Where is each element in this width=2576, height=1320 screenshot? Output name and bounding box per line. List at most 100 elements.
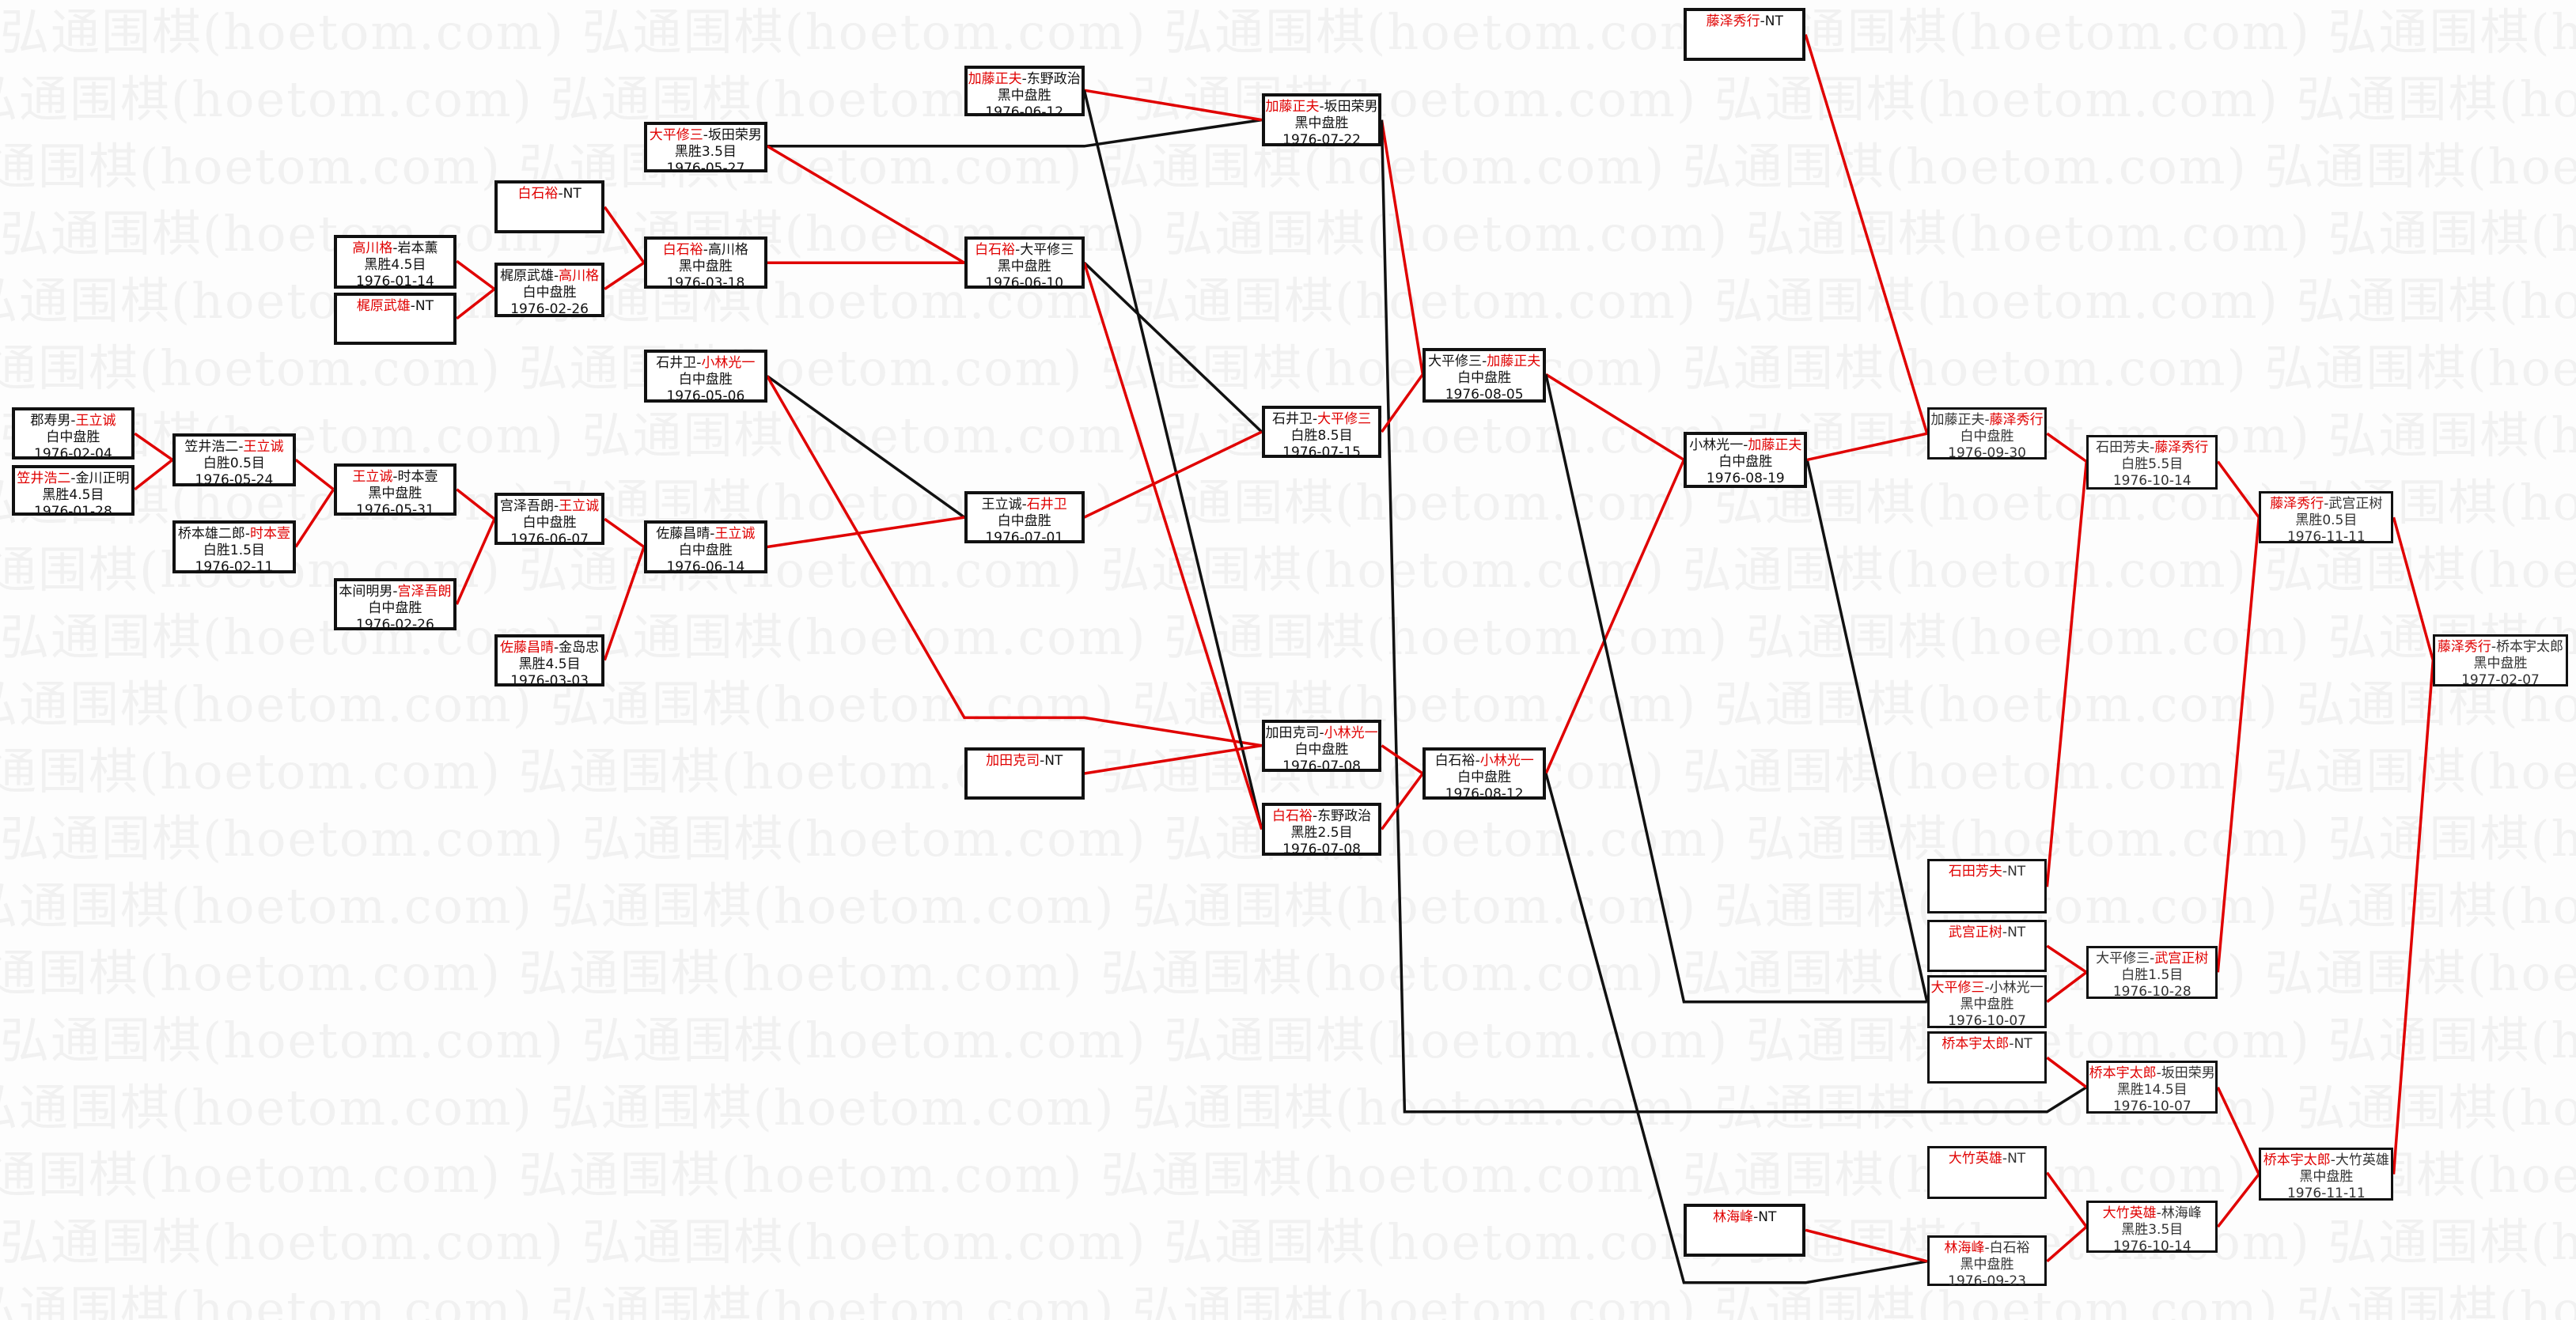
match-date: 1976-05-31: [356, 501, 434, 518]
match-date: 1976-01-28: [34, 503, 112, 520]
winner-name: 石田芳夫: [1948, 864, 2002, 880]
separator: -: [1984, 980, 1990, 997]
separator: -: [1743, 437, 1748, 454]
match-result: 黑中盘胜: [1960, 1256, 2014, 1273]
winner-name: 藤泽秀行: [1989, 411, 2044, 428]
match-box[interactable]: 梶原武雄-NT: [333, 292, 457, 346]
player-name: 加藤正夫: [1930, 411, 1985, 428]
player-name: 大平修三: [1020, 242, 1074, 259]
match-box[interactable]: 武宫正树-NT: [1926, 919, 2048, 973]
match-date: 1976-02-11: [195, 559, 274, 576]
match-box[interactable]: 石田芳夫-NT: [1926, 859, 2048, 913]
player-name: NT: [2007, 864, 2026, 880]
separator: -: [554, 639, 559, 656]
match-result: 白中盘胜: [1294, 741, 1349, 758]
separator: -: [703, 127, 708, 143]
match-players: 白石裕-小林光一: [1426, 753, 1543, 770]
match-box[interactable]: 桥本宇太郎-NT: [1926, 1031, 2048, 1084]
match-players: 白石裕-东野政治: [1265, 808, 1379, 825]
match-box[interactable]: 白石裕-NT: [494, 180, 605, 233]
winner-connector: [1545, 373, 1685, 461]
match-date: 1976-07-01: [985, 529, 1064, 546]
winner-connector: [1084, 89, 1263, 122]
winner-connector: [766, 375, 1263, 747]
match-box[interactable]: 加田克司-NT: [964, 747, 1085, 800]
winner-connector: [1381, 744, 1424, 775]
loser-connector: [1083, 261, 1263, 433]
separator: -: [392, 468, 398, 485]
match-box[interactable]: 林海峰-NT: [1684, 1204, 1806, 1257]
separator: -: [1021, 71, 1027, 88]
separator: -: [238, 439, 244, 456]
winner-name: 笠井浩二: [17, 470, 71, 486]
match-players: 大平修三-小林光一: [1930, 980, 2045, 997]
winner-connector: [2216, 460, 2260, 519]
separator: -: [1312, 808, 1318, 825]
winner-connector: [2216, 1086, 2260, 1175]
match-result: 白中盘胜: [678, 372, 733, 388]
separator: -: [1984, 411, 1990, 428]
match-players: 桥本雄二郎-时本壹: [176, 526, 293, 543]
winner-name: 加藤正夫: [1487, 354, 1541, 370]
match-date: 1976-07-22: [1282, 132, 1361, 149]
match-result: 白胜8.5目: [1290, 427, 1353, 444]
winner-name: 王立诚: [243, 439, 284, 456]
player-name: 坂田荣男: [707, 127, 762, 143]
match-players: 桥本宇太郎-大竹英雄: [2261, 1152, 2391, 1169]
match-box[interactable]: 藤泽秀行-NT: [1684, 8, 1806, 61]
match-players: 白石裕-大平修三: [968, 242, 1082, 259]
separator: -: [1760, 13, 1765, 30]
match-players: 武宫正树-NT: [1930, 925, 2045, 941]
winner-name: 白石裕: [1271, 808, 1313, 825]
match-players: 加藤正夫-藤泽秀行: [1930, 412, 2045, 429]
winner-connector: [1380, 772, 1424, 830]
winner-name: 桥本宇太郎: [2089, 1065, 2157, 1082]
match-result: 白胜0.5目: [203, 456, 265, 472]
player-name: 梶原武雄: [500, 268, 555, 285]
match-box[interactable]: 大竹英雄-NT: [1926, 1146, 2048, 1199]
winner-name: 王立诚: [352, 468, 393, 485]
loser-connector: [767, 118, 1263, 148]
match-date: 1976-05-27: [666, 160, 745, 176]
match-players: 林海峰-白石裕: [1930, 1240, 2045, 1257]
player-name: 石田芳夫: [2096, 440, 2150, 456]
match-date: 1976-08-05: [1445, 387, 1524, 403]
winner-connector: [2216, 1173, 2260, 1228]
match-result: 白中盘胜: [997, 512, 1051, 529]
separator: -: [2491, 638, 2497, 655]
